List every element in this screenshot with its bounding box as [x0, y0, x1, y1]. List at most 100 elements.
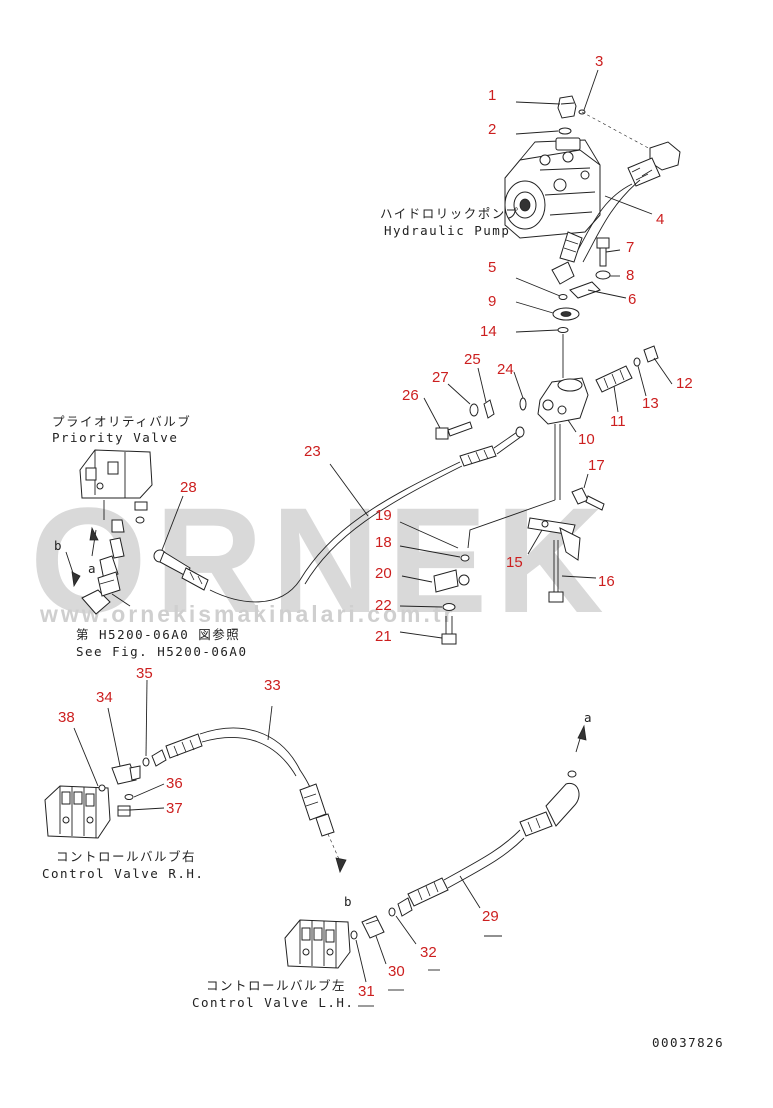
hydraulic-pump-drawing	[504, 137, 601, 239]
hydraulic-pump-label-jp: ハイドロリックポンプ	[380, 206, 519, 221]
ref-b-bottom: b	[344, 894, 353, 909]
part-number: 17	[588, 457, 605, 474]
part-number: 11	[610, 413, 626, 430]
part-8-washer	[595, 270, 611, 280]
see-fig-label-jp: 第 H5200-06A0 図参照	[76, 627, 240, 642]
part-26-bolt	[435, 421, 473, 440]
part-number: 14	[480, 323, 497, 340]
leader-lines	[73, 69, 673, 1007]
part-24-oring	[519, 397, 527, 411]
part-number: 10	[578, 431, 595, 448]
part-number: 25	[464, 351, 481, 368]
part-4-hose	[551, 141, 681, 285]
part-number: 1	[488, 87, 496, 104]
part-21-bolt	[441, 616, 457, 645]
part-number: 5	[488, 259, 496, 276]
part-number: 27	[432, 369, 449, 386]
part-14-oring	[557, 327, 569, 333]
part-number: 21	[375, 628, 392, 645]
ref-a-bottom: a	[584, 710, 593, 725]
priority-valve-label-en: Priority Valve	[52, 430, 178, 445]
control-valve-lh-drawing	[284, 919, 351, 969]
part-number: 23	[304, 443, 321, 460]
part-23-tube	[209, 426, 525, 603]
part-number: 24	[497, 361, 514, 378]
part-27-washer	[469, 403, 479, 417]
part-17-bolt	[571, 487, 605, 511]
part-number: 9	[488, 293, 496, 310]
part-number: 12	[676, 375, 693, 392]
part-number: 26	[402, 387, 419, 404]
part-31-oring	[350, 930, 358, 940]
part-number: 32	[420, 944, 437, 961]
part-35-oring	[124, 794, 134, 800]
part-22-washer	[442, 603, 456, 611]
see-fig-label-en: See Fig. H5200-06A0	[76, 644, 248, 659]
part-33-hose	[151, 727, 347, 874]
part-number: 19	[375, 507, 392, 524]
part-number: 30	[388, 963, 405, 980]
part-number: 31	[358, 983, 375, 1000]
part-2-oring	[558, 127, 572, 135]
control-valve-lh-label-jp: コントロールバルブ左	[206, 978, 346, 993]
part-38-oring	[142, 757, 150, 767]
part-34-elbow	[111, 763, 141, 785]
ref-a-top: a	[88, 561, 97, 576]
ref-b-top: b	[54, 538, 63, 553]
control-valve-rh-label-jp: コントロールバルブ右	[56, 849, 196, 864]
part-number: 29	[482, 908, 499, 925]
part-number: 35	[136, 665, 153, 682]
part-37-oring	[98, 784, 106, 792]
part-number: 8	[626, 267, 634, 284]
watermark-url: www.ornekismakinalari.com.tr	[39, 601, 456, 627]
part-6-flange	[569, 281, 601, 299]
priority-valve-drawing	[79, 449, 153, 524]
part-number: 13	[642, 395, 659, 412]
priority-valve-label-jp: プライオリティバルブ	[52, 414, 191, 429]
part-number: 4	[656, 211, 664, 228]
part-number: 33	[264, 677, 281, 694]
part-5-oring	[558, 294, 568, 300]
control-valve-rh-drawing	[44, 785, 111, 839]
part-numbers: 1 2 3 4 5 6 7 8 9 10 11 12 13 14 15 16 1…	[58, 53, 693, 1000]
part-number: 20	[375, 565, 392, 582]
part-25-clip	[483, 399, 495, 419]
arrows-b-a-top	[65, 526, 99, 588]
watermark: ORNEK www.ornekismakinalari.com.tr	[30, 476, 612, 644]
part-number: 37	[166, 800, 183, 817]
part-number: 28	[180, 479, 197, 496]
part-29-hose	[397, 724, 587, 917]
part-32-oring	[388, 907, 396, 917]
part-number: 18	[375, 534, 392, 551]
component-labels: ハイドロリックポンプ Hydraulic Pump プライオリティバルブ Pri…	[42, 206, 724, 1050]
part-number: 16	[598, 573, 615, 590]
control-valve-rh-label-en: Control Valve R.H.	[42, 866, 204, 881]
part-1-elbow	[557, 95, 577, 119]
part-30-connector	[361, 915, 385, 939]
part-16-bolt	[548, 540, 564, 603]
priority-valve-fittings	[81, 500, 131, 615]
part-36-plug	[117, 805, 131, 817]
part-11-nipple	[595, 365, 633, 393]
part-number: 2	[488, 121, 496, 138]
part-7-bolt	[596, 237, 610, 267]
part-number: 3	[595, 53, 603, 70]
part-9-adapter	[552, 307, 580, 321]
figure-code: 00037826	[652, 1035, 724, 1050]
part-number: 6	[628, 291, 636, 308]
part-18-nut	[460, 554, 470, 562]
part-number: 7	[626, 239, 634, 256]
part-10-block	[537, 377, 589, 500]
part-number: 34	[96, 689, 113, 706]
part-number: 36	[166, 775, 183, 792]
part-number: 22	[375, 597, 392, 614]
part-20-clamp	[433, 569, 470, 593]
control-valve-lh-label-en: Control Valve L.H.	[192, 995, 354, 1010]
part-13-oring	[633, 357, 641, 367]
part-12-cap	[643, 345, 659, 363]
watermark-brand: ORNEK	[30, 476, 612, 644]
part-number: 38	[58, 709, 75, 726]
part-28-hose-end	[153, 549, 209, 591]
